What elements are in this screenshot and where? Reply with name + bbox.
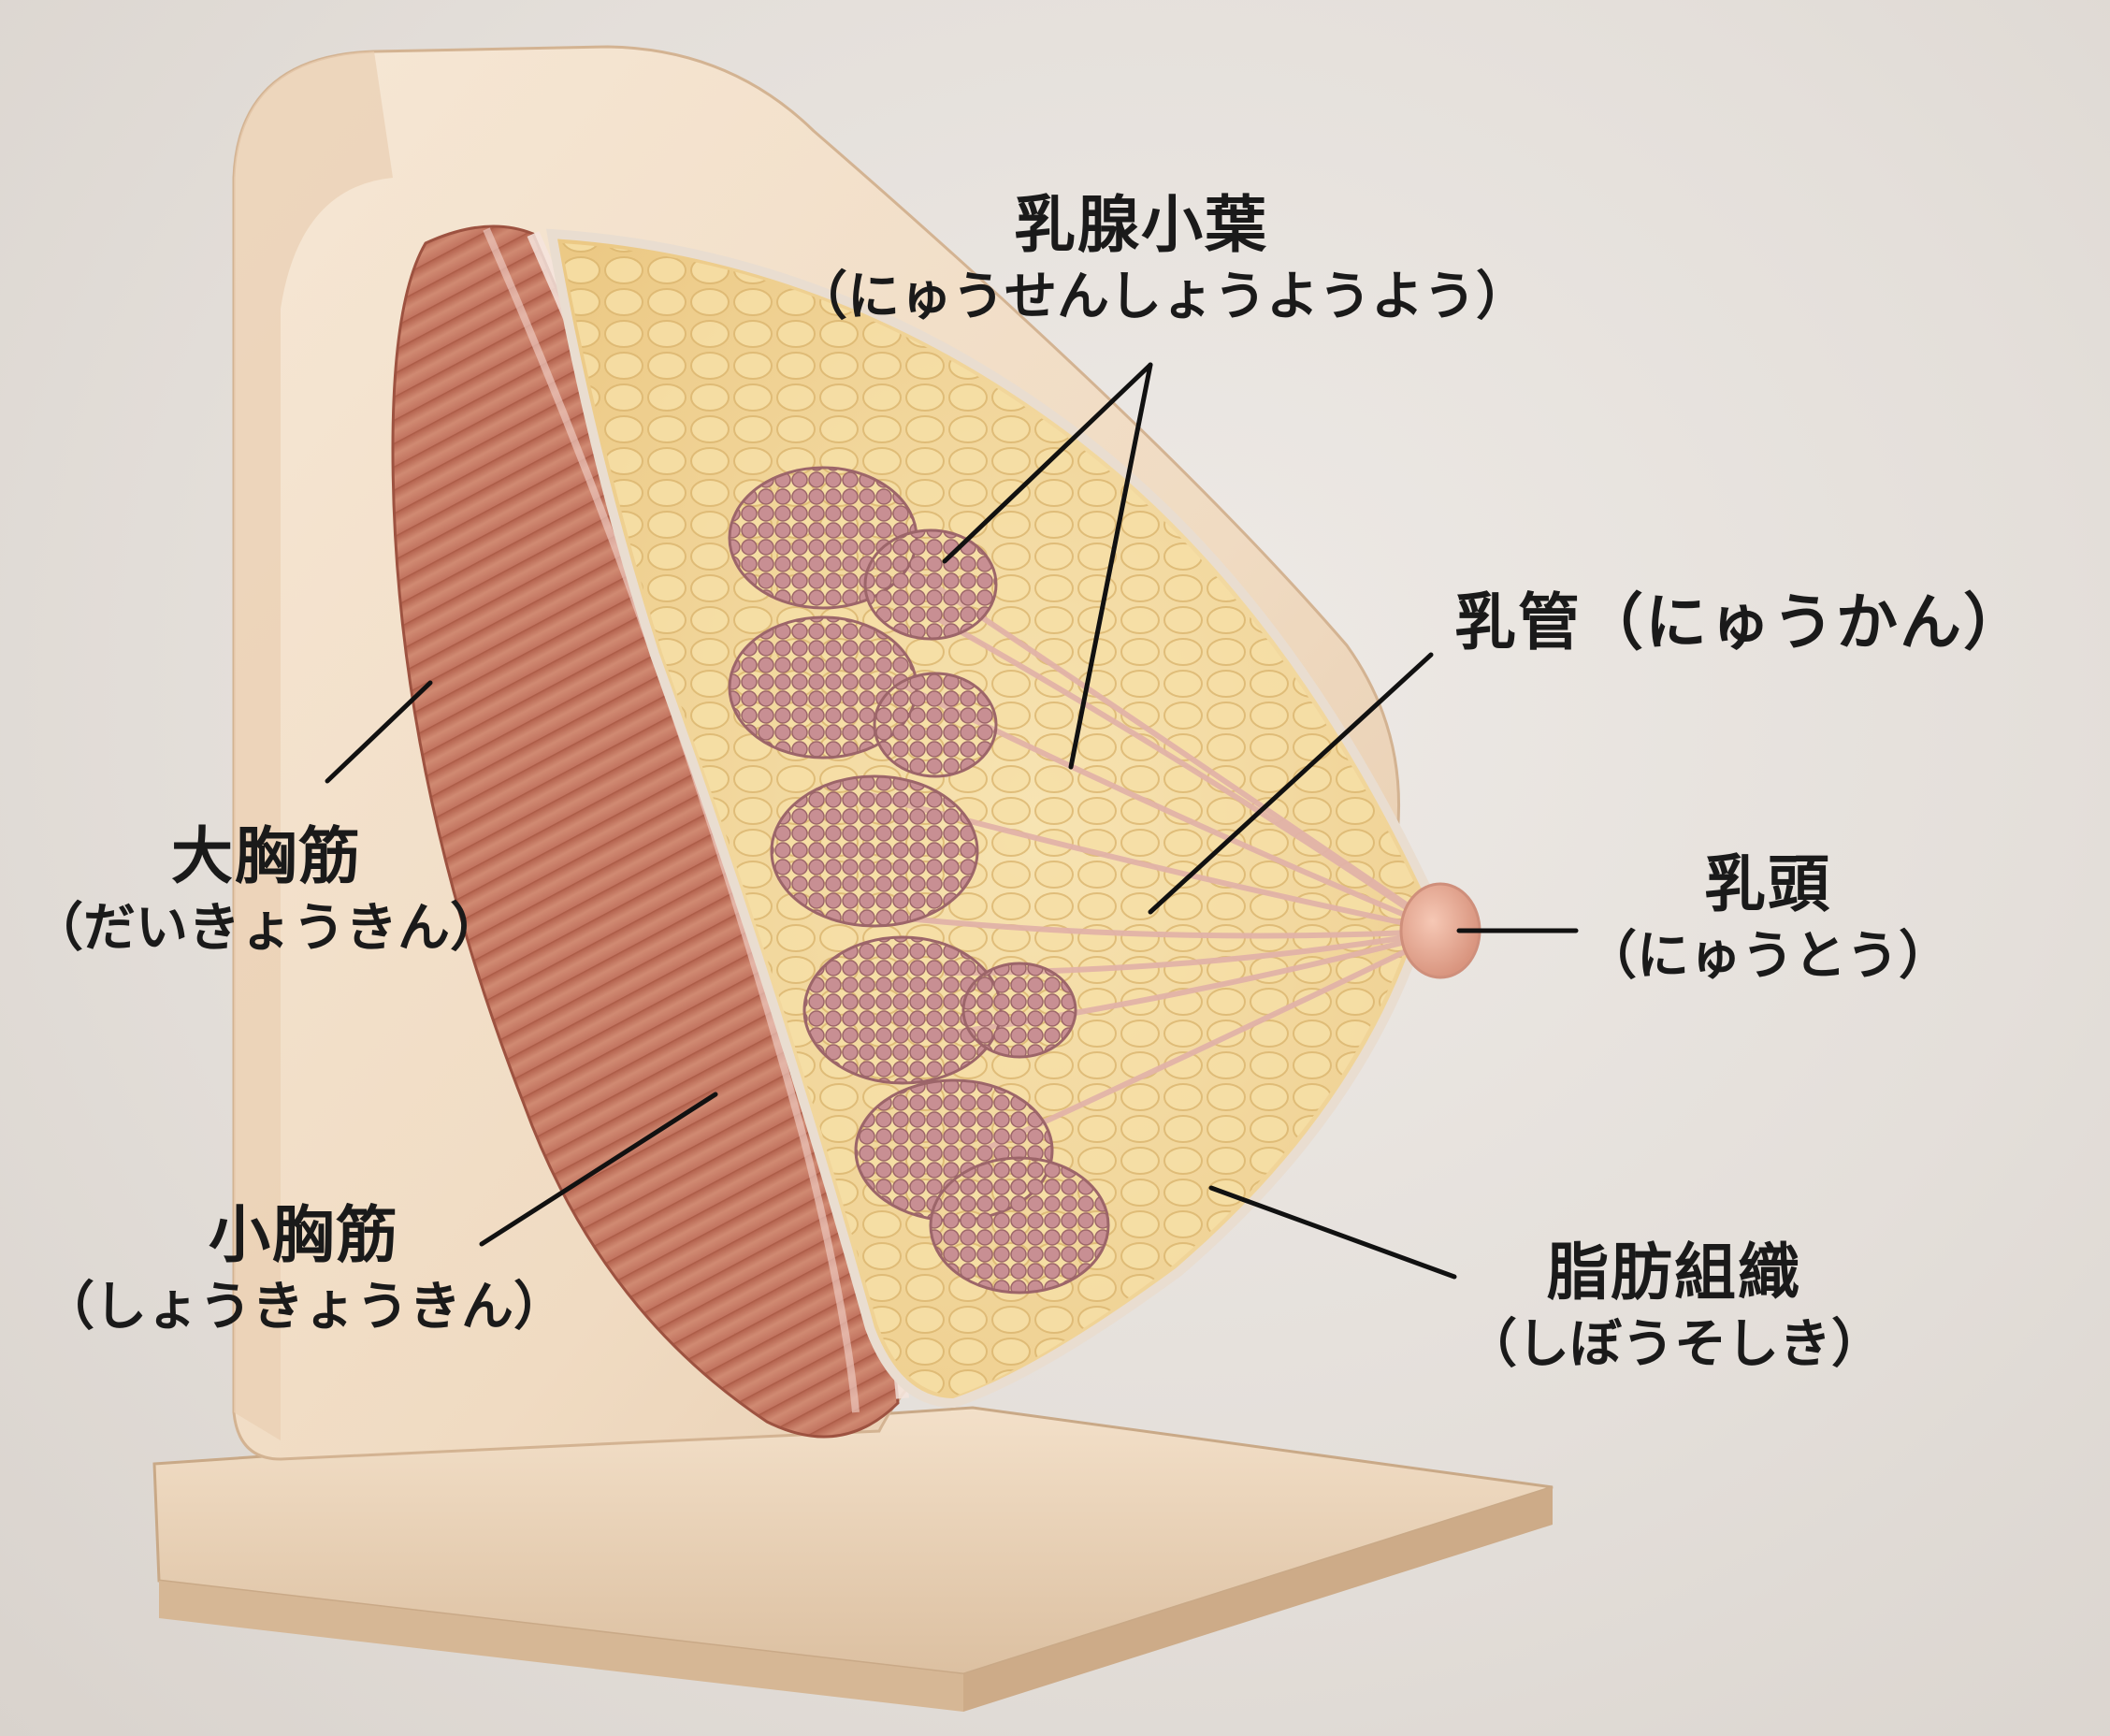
label-nipple-term: 乳頭 [1704, 848, 1831, 920]
label-minor-muscle-reading: （しょうきょうきん） [42, 1276, 566, 1338]
label-nipple-reading: （にゅうとう） [1584, 925, 1951, 987]
leader-lobule-b [1068, 362, 1153, 770]
label-fat-reading: （しぼうそしき） [1465, 1313, 1884, 1375]
label-minor-muscle-term: 小胸筋 [209, 1199, 399, 1271]
label-lobule: 乳腺小葉 （にゅうせんしょうようよう） [795, 187, 1528, 330]
label-nipple: 乳頭 （にゅうとう） [1553, 846, 1983, 990]
label-duct: 乳管（にゅうかん） [1454, 585, 2027, 662]
base-plate [152, 1406, 1554, 1712]
leader-duct [1148, 652, 1434, 915]
leader-fat [1208, 1185, 1457, 1280]
label-minor-muscle: 小胸筋 （しょうきょうきん） [9, 1197, 599, 1340]
label-major-muscle: 大胸筋 （だいきょうきん） [0, 818, 533, 962]
label-major-muscle-reading: （だいきょうきん） [31, 897, 502, 959]
label-lobule-reading: （にゅうせんしょうようよう） [795, 266, 1528, 327]
label-duct-term: 乳管（にゅうかん） [1454, 586, 2027, 658]
leader-lobule-a [942, 362, 1153, 564]
label-lobule-term: 乳腺小葉 [1014, 189, 1268, 261]
leader-major-muscle [325, 680, 433, 784]
label-fat: 脂肪組織 （しぼうそしき） [1422, 1235, 1927, 1378]
leader-lines [325, 362, 1579, 1280]
label-fat-term: 脂肪組織 [1547, 1237, 1801, 1309]
label-major-muscle-term: 大胸筋 [171, 820, 362, 892]
leader-minor-muscle [479, 1092, 718, 1247]
mammary-lobules [728, 466, 1110, 1295]
